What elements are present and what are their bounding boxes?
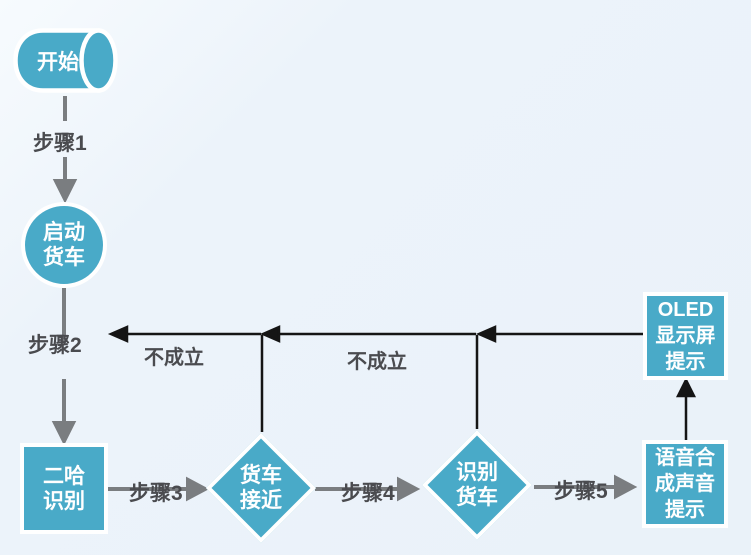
arrowhead-step3 <box>186 476 210 502</box>
start-truck-label-line1: 启动 <box>43 221 85 244</box>
truck-approach-label-line2: 接近 <box>240 489 282 512</box>
oled-label-line2: 显示屏 <box>655 325 716 347</box>
arrowhead-step5 <box>614 474 638 500</box>
cylinder-shape <box>13 28 118 93</box>
oled-label-line1: OLED <box>657 299 714 321</box>
not-true-label-1: 不成立 <box>144 347 204 369</box>
truck-approach-decision: 货车 接近 <box>205 432 317 544</box>
start-truck-node: 启动 货车 <box>21 202 107 288</box>
arrowhead-step4 <box>397 476 421 502</box>
step5-label: 步骤5 <box>554 480 608 503</box>
step3-label: 步骤3 <box>129 482 183 505</box>
arrowhead-oled-return <box>475 325 497 343</box>
step4-label: 步骤4 <box>341 482 395 505</box>
husky-label-line1: 二哈 <box>43 464 85 488</box>
step1-label: 步骤1 <box>33 132 87 155</box>
start-node-label: 开始 <box>37 50 79 74</box>
voice-prompt-label-line3: 提示 <box>665 499 705 521</box>
arrowhead-step2 <box>51 421 77 446</box>
recognize-truck-label-line2: 货车 <box>456 486 498 509</box>
husky-recognition-node: 二哈 识别 <box>20 443 108 534</box>
recognize-truck-label-line1: 识别 <box>456 461 498 484</box>
step2-label: 步骤2 <box>28 334 82 357</box>
arrowhead-voice-to-oled <box>675 377 697 398</box>
recognize-truck-label: 识别 货车 <box>428 446 526 524</box>
voice-prompt-label-line2: 成声音 <box>655 473 715 495</box>
arrowhead-not-true-1 <box>107 325 129 343</box>
voice-prompt-label-line1: 语音合 <box>655 447 715 469</box>
voice-prompt-node: 语音合 成声音 提示 <box>642 440 728 528</box>
start-truck-label-line2: 货车 <box>43 246 85 269</box>
oled-label-line3: 提示 <box>665 351 706 373</box>
recognize-truck-decision: 识别 货车 <box>421 429 533 541</box>
arrowhead-not-true-2 <box>259 325 281 343</box>
oled-display-node: OLED 显示屏 提示 <box>643 292 728 380</box>
arrowhead-step1 <box>52 179 78 204</box>
truck-approach-label-line1: 货车 <box>240 464 282 487</box>
husky-label-line2: 识别 <box>43 489 85 513</box>
truck-approach-label: 货车 接近 <box>212 449 310 527</box>
start-node: 开始 <box>12 27 118 94</box>
not-true-label-2: 不成立 <box>347 351 407 373</box>
